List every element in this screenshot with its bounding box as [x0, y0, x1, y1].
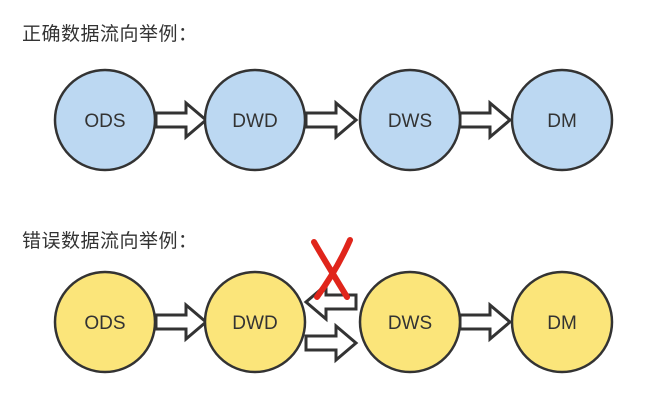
wrong-flow: ODS DWD DWS DM — [53, 237, 614, 374]
arrow-dwd-to-dws-2 — [304, 324, 358, 362]
node-dwd-2: DWD — [203, 270, 307, 374]
node-dm-label: DM — [547, 111, 577, 132]
arrow-dws-to-dwd-reverse — [304, 283, 358, 321]
node-dwd-label: DWD — [232, 111, 277, 132]
node-dm-2-label: DM — [547, 313, 577, 334]
node-dws-2: DWS — [358, 270, 462, 374]
correct-flow-heading: 正确数据流向举例： — [22, 23, 198, 45]
arrow-ods-to-dwd — [154, 101, 208, 139]
arrow-ods-to-dwd-2 — [154, 303, 208, 341]
node-dm-2: DM — [510, 270, 614, 374]
wrong-flow-heading: 错误数据流向举例： — [22, 230, 198, 252]
node-ods: ODS — [53, 68, 157, 172]
arrow-dws-to-dm — [458, 101, 512, 139]
node-dws: DWS — [358, 68, 462, 172]
node-dwd: DWD — [203, 68, 307, 172]
node-dm: DM — [510, 68, 614, 172]
node-dwd-2-label: DWD — [232, 313, 277, 334]
red-cross-icon — [311, 237, 353, 300]
node-ods-2: ODS — [53, 270, 157, 374]
node-ods-label: ODS — [84, 111, 125, 132]
arrow-dwd-to-dws — [304, 101, 358, 139]
arrow-dws-to-dm-2 — [458, 303, 512, 341]
correct-flow: ODS DWD DWS DM — [53, 68, 614, 172]
node-dws-label: DWS — [388, 111, 432, 132]
node-ods-2-label: ODS — [84, 313, 125, 334]
node-dws-2-label: DWS — [388, 313, 432, 334]
